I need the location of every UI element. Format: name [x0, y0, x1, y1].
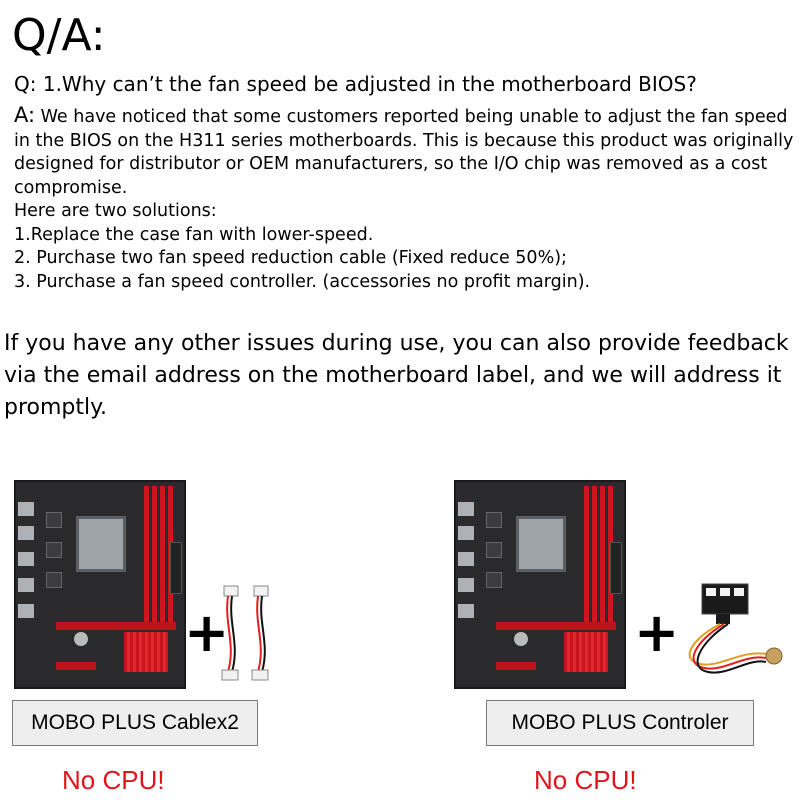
plus-sign: + [634, 601, 680, 664]
pcie-slot [56, 662, 96, 670]
solution-item: 1.Replace the case fan with lower-speed. [14, 224, 374, 245]
vrm-chip [46, 572, 62, 588]
chipset-heatsink [124, 632, 168, 672]
ram-slot [144, 486, 149, 626]
motherboard-image [14, 480, 186, 689]
product-label-controller: MOBO PLUS Controler [486, 700, 754, 746]
cpu-socket [516, 516, 566, 572]
cpu-socket [76, 516, 126, 572]
answer-text: We have noticed that some customers repo… [14, 107, 794, 198]
product-label-cable: MOBO PLUS Cablex2 [12, 700, 258, 746]
solution-item: 2. Purchase two fan speed reduction cabl… [14, 248, 567, 268]
question-text: Q: 1.Why can’t the fan speed be adjusted… [14, 72, 697, 96]
io-port [458, 604, 474, 618]
pcie-slot [496, 622, 616, 630]
io-port [458, 552, 474, 566]
io-port [18, 502, 34, 516]
cmos-battery [74, 632, 88, 646]
io-port [458, 578, 474, 592]
power-connector [610, 542, 622, 594]
solution-item: 3. Purchase a fan speed controller. (acc… [14, 271, 591, 292]
ram-slot [152, 486, 157, 626]
fan-controller-icon [688, 583, 783, 674]
pcie-slot [496, 662, 536, 670]
answer-label: A: [14, 103, 36, 127]
io-port [458, 526, 474, 540]
vrm-chip [486, 512, 502, 528]
page-title: Q/A: [12, 10, 106, 61]
feedback-text: If you have any other issues during use,… [4, 331, 789, 420]
answer-block: A: We have noticed that some customers r… [14, 103, 794, 294]
io-port [18, 604, 34, 618]
vrm-chip [46, 542, 62, 558]
vrm-chip [46, 512, 62, 528]
io-port [18, 552, 34, 566]
chipset-heatsink [564, 632, 608, 672]
ram-slot [600, 486, 605, 626]
power-connector [170, 542, 182, 594]
solutions-intro: Here are two solutions: [14, 201, 217, 221]
no-cpu-note: No CPU! [534, 765, 637, 795]
answer-paragraph: A: We have noticed that some customers r… [14, 103, 794, 200]
cmos-battery [514, 632, 528, 646]
io-port [18, 526, 34, 540]
ram-slot [592, 486, 597, 626]
pcie-slot [56, 622, 176, 630]
no-cpu-note: No CPU! [62, 765, 165, 795]
io-port [458, 502, 474, 516]
ram-slot [584, 486, 589, 626]
io-port [18, 578, 34, 592]
vrm-chip [486, 542, 502, 558]
motherboard-image [454, 480, 626, 689]
vrm-chip [486, 572, 502, 588]
fan-cable-icon [221, 585, 269, 681]
plus-sign: + [184, 601, 230, 664]
ram-slot [160, 486, 165, 626]
